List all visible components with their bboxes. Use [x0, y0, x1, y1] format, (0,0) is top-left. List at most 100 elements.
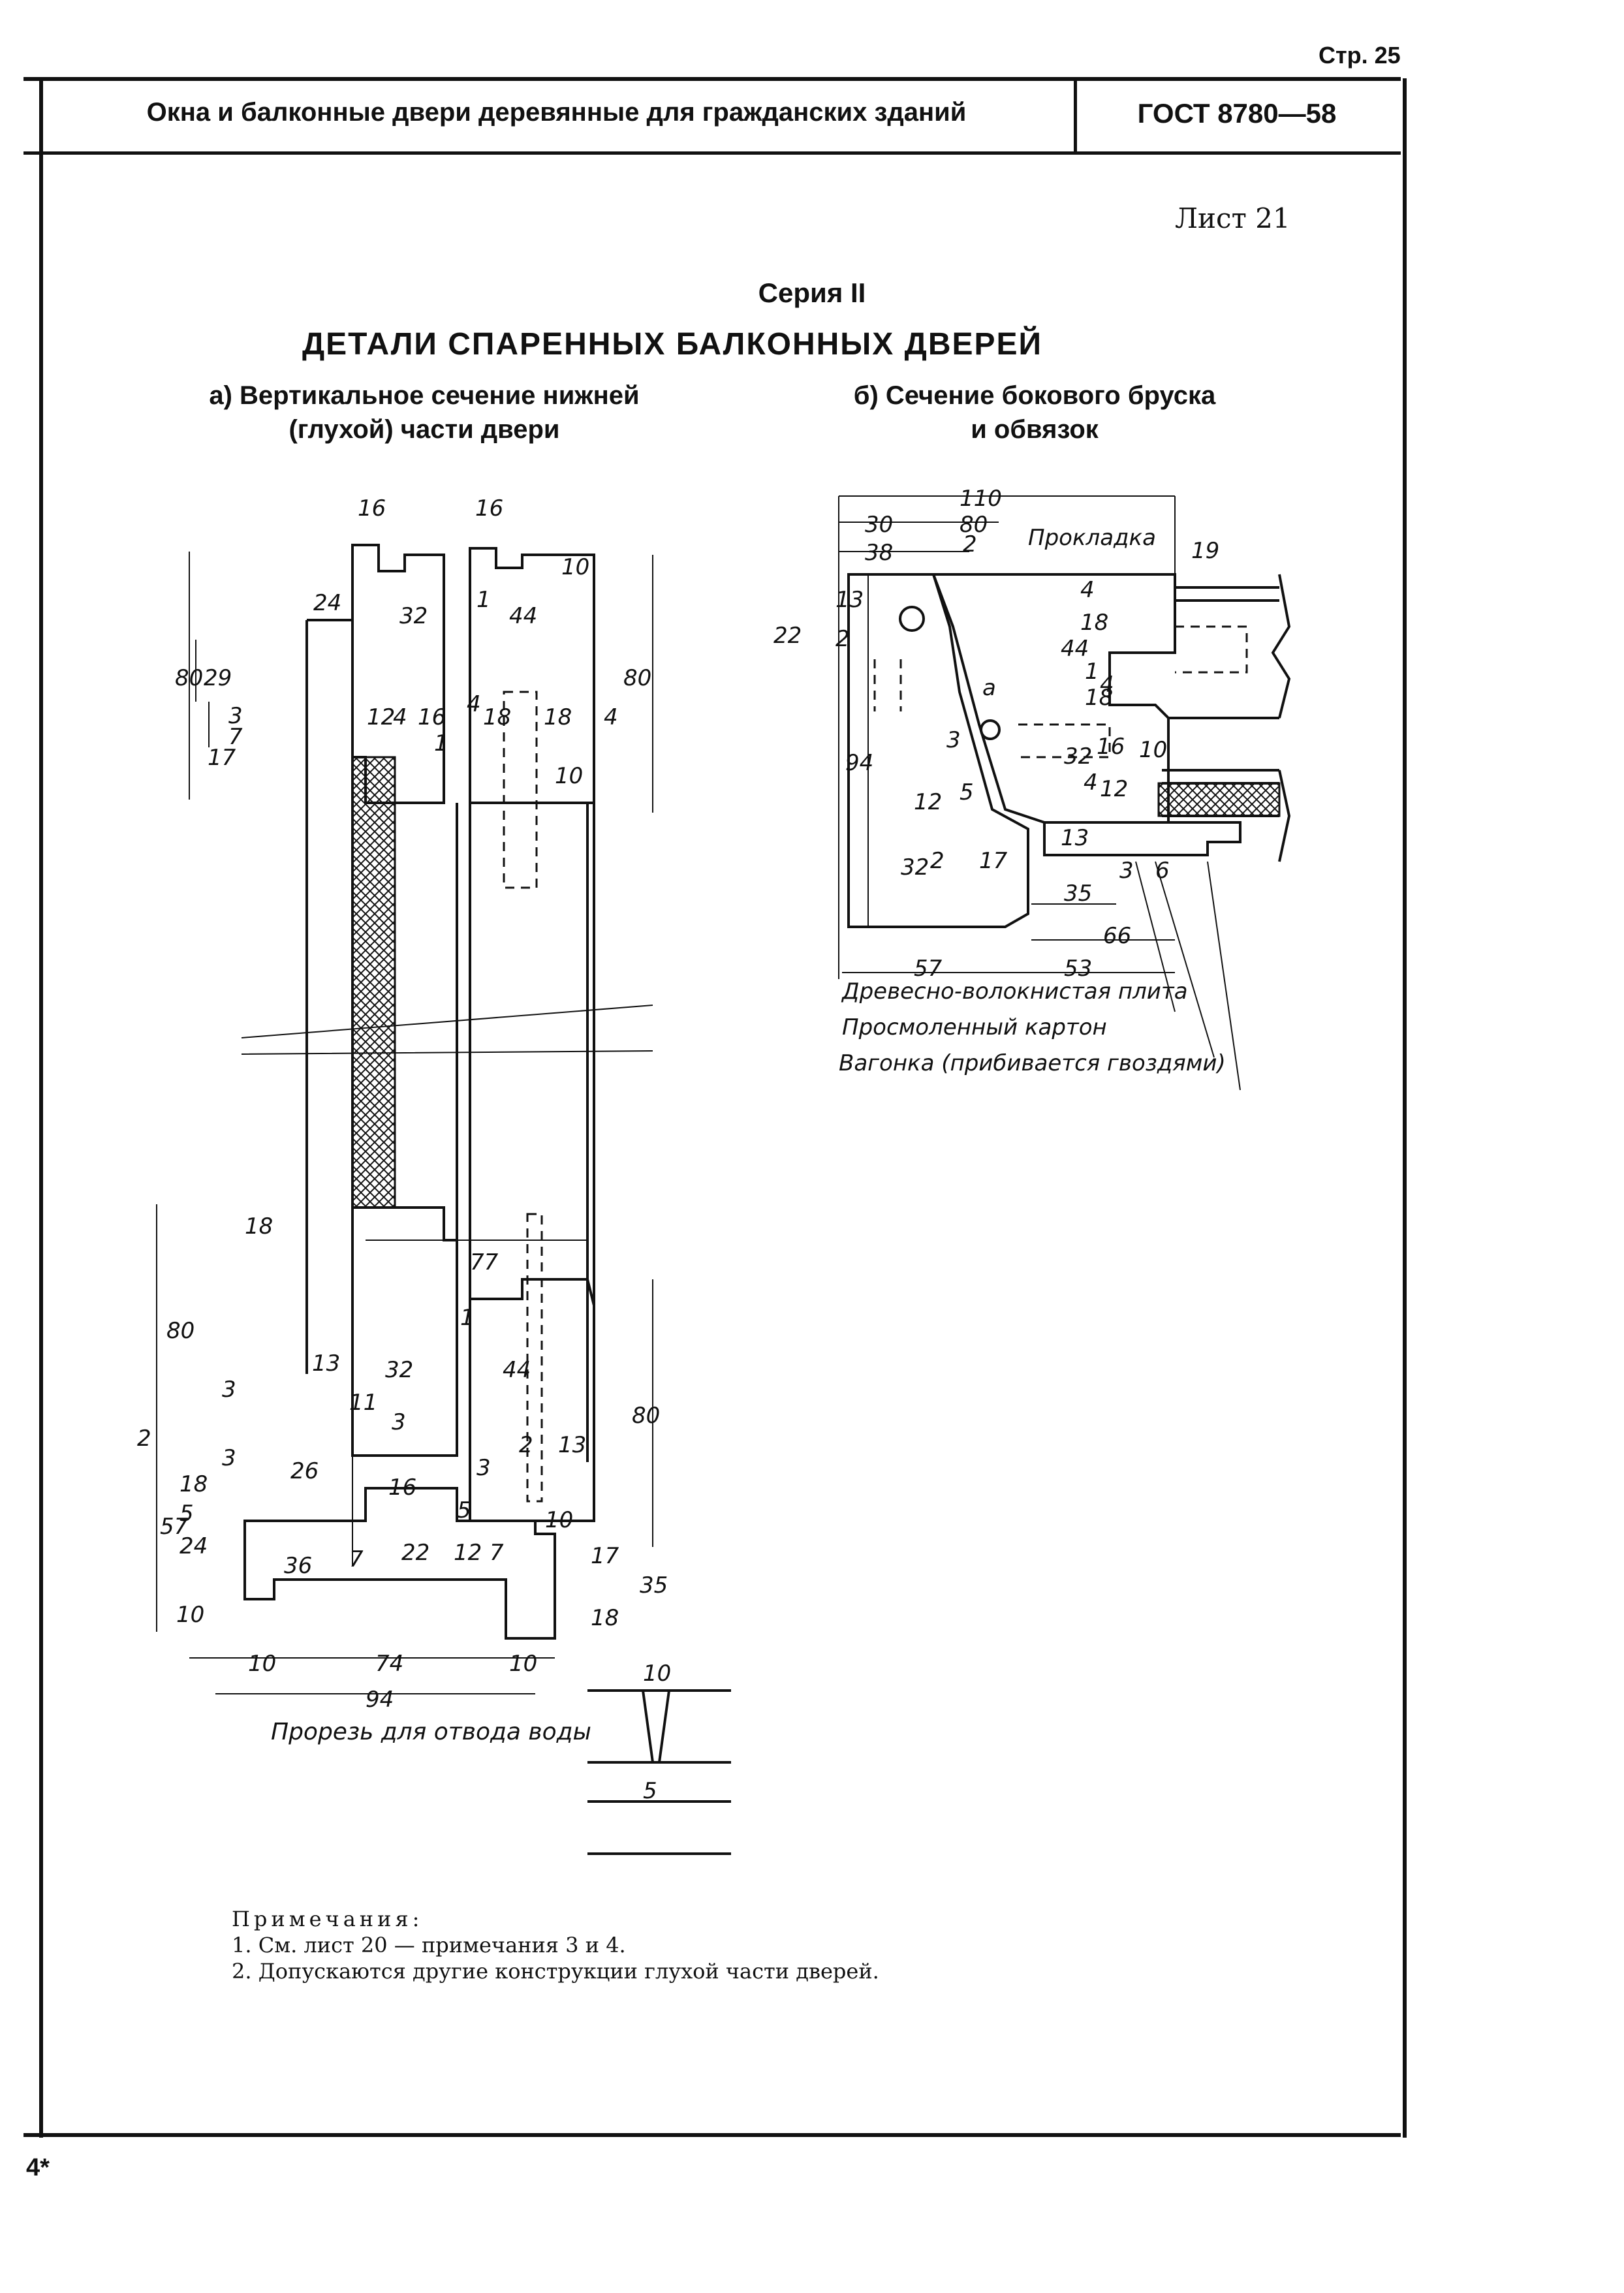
dim-label: 17	[591, 1543, 619, 1569]
notes-title: Примечания:	[232, 1907, 424, 1931]
section-b-line2: и обвязок	[971, 415, 1099, 444]
dim-label: 80	[166, 1318, 195, 1344]
dim-label: 35	[1064, 881, 1092, 907]
dim-label: 10	[176, 1602, 204, 1628]
dim-label: 3	[392, 1409, 406, 1435]
dim-label: 7	[490, 1540, 504, 1566]
section-b-outline	[847, 573, 1291, 928]
dim-label: 94	[845, 750, 873, 776]
section-b-insulation-hatch	[1157, 782, 1281, 817]
gasket-label: Прокладка	[1028, 525, 1156, 551]
dim-label: 13	[558, 1432, 586, 1458]
dim-label: 18	[483, 704, 511, 730]
section-a-line2: (глухой) части двери	[289, 415, 560, 444]
dim-label: 3	[222, 1377, 236, 1403]
dim-label: 16	[475, 495, 503, 522]
note-item: 2. Допускаются другие конструкции глухой…	[232, 1959, 879, 1984]
fiberboard-label: Древесно-волокнистая плита	[841, 978, 1188, 1005]
section-a-insulation-hatch	[351, 756, 396, 1209]
section-b-dimension-labels: 110 30 80 38 2 19 22 13 2 4 18 44 a 1 18…	[773, 486, 1226, 1076]
dim-label: 7	[228, 724, 243, 750]
dim-label: 32	[399, 603, 428, 629]
section-a-title: а) Вертикальное сечение нижней (глухой) …	[163, 379, 685, 446]
dim-label: 16	[388, 1474, 416, 1501]
section-b-title: б) Сечение бокового бруска и обвязок	[822, 379, 1247, 446]
dim-label: 66	[1103, 923, 1131, 949]
dim-label: 5	[643, 1778, 657, 1804]
dim-label: 16	[358, 495, 386, 522]
header-title: Окна и балконные двери деревянные для гр…	[146, 98, 967, 127]
dim-label: 3	[228, 703, 243, 729]
dim-label: 2	[963, 531, 977, 557]
dim-label: 44	[1061, 636, 1089, 662]
dim-label: 36	[284, 1553, 312, 1579]
dim-label: 5	[457, 1497, 471, 1523]
notes: Примечания: 1. См. лист 20 — примечания …	[232, 1906, 879, 1984]
dim-label: 2	[137, 1426, 151, 1452]
dim-label: 38	[865, 540, 893, 566]
frame-top-rule	[23, 77, 1401, 81]
header-rule	[23, 151, 1401, 155]
dim-label: 16	[418, 704, 446, 730]
dim-label: 12	[367, 704, 395, 730]
dim-label: 3	[222, 1445, 236, 1471]
dim-label: 53	[1064, 956, 1092, 982]
section-a-hidden-line	[526, 1213, 543, 1503]
dim-label: 16	[1097, 734, 1125, 760]
dim-label: 24	[313, 590, 341, 616]
dim-label: 1	[434, 730, 448, 757]
dim-label: 4	[1080, 577, 1095, 603]
dim-label: 80	[175, 665, 203, 691]
dim-label: 24	[180, 1533, 208, 1559]
dim-label: 22	[773, 623, 802, 649]
dim-label: 17	[208, 745, 236, 771]
dim-label: 80	[960, 512, 988, 538]
dim-label: 22	[401, 1540, 429, 1566]
dim-label: 4	[393, 704, 407, 730]
section-b-line1: б) Сечение бокового бруска	[853, 381, 1216, 410]
dim-label: 44	[509, 603, 537, 629]
screw-icon	[899, 606, 925, 632]
dim-label: 57	[160, 1514, 189, 1540]
page-footer-mark: 4*	[26, 2154, 50, 2181]
dim-label: 4	[1084, 770, 1098, 796]
series-title: Серия II	[758, 277, 866, 308]
dim-label: 18	[1085, 685, 1113, 711]
section-a-dimension-labels: 16 16 10 24 32 44 80 80 29 3 7 12 4 16 4…	[137, 495, 671, 1804]
dim-label: 80	[623, 665, 651, 691]
dim-label: 18	[245, 1213, 273, 1240]
standard-number: ГОСТ 8780—58	[1137, 98, 1337, 129]
dim-label: 94	[366, 1687, 394, 1713]
dim-label: 35	[640, 1572, 668, 1599]
dim-label: 13	[835, 587, 864, 613]
dim-label: 4	[1100, 672, 1114, 698]
page-frame	[39, 78, 1407, 2138]
dim-label: 30	[865, 512, 893, 538]
dim-label: a	[982, 675, 996, 701]
page-number: Стр. 25	[1319, 42, 1401, 69]
dim-label: 11	[349, 1390, 377, 1416]
dim-label: 10	[248, 1651, 276, 1677]
dim-label: 7	[349, 1546, 364, 1572]
dim-label: 1	[1085, 659, 1099, 685]
lining-board-label: Вагонка (прибивается гвоздями)	[839, 1050, 1226, 1076]
dim-label: 2	[930, 848, 945, 874]
dim-label: 110	[960, 486, 1002, 512]
dim-label: 6	[1155, 858, 1170, 884]
dim-label: 3	[1119, 858, 1134, 884]
dim-label: 1	[476, 587, 491, 613]
dim-label: 5	[180, 1501, 194, 1527]
dim-label: 12	[454, 1540, 482, 1566]
dim-label: 12	[1100, 776, 1128, 802]
dim-label: 74	[375, 1651, 403, 1677]
dim-label: 18	[180, 1471, 208, 1497]
section-a-line1: а) Вертикальное сечение нижней	[209, 381, 640, 410]
section-b-dimension-lines	[838, 495, 1241, 1091]
dim-label: 10	[561, 554, 589, 580]
dim-label: 4	[467, 691, 481, 717]
header-separator	[1074, 81, 1077, 154]
dim-label: 3	[476, 1455, 491, 1481]
dim-label: 10	[643, 1661, 671, 1687]
dim-label: 3	[946, 727, 961, 753]
dim-label: 18	[591, 1605, 619, 1631]
